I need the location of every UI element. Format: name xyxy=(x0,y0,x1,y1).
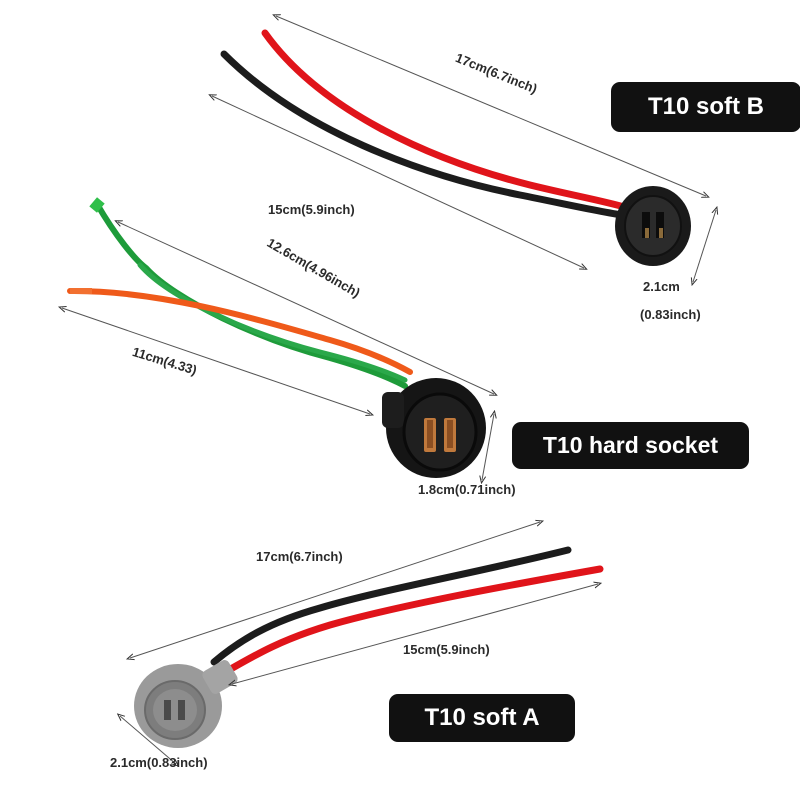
hard-socket-label-badge: T10 hard socket xyxy=(512,422,749,469)
soft-a-socket xyxy=(134,660,238,748)
soft-a-diameter-dimension: 2.1cm(0.83inch) xyxy=(110,755,208,770)
soft-b-label-badge: T10 soft B xyxy=(611,82,800,132)
soft-a-long-dimension: 17cm(6.7inch) xyxy=(256,549,343,564)
soft-b-dimension-lines xyxy=(212,16,716,282)
hard-socket-dimension-lines xyxy=(62,222,494,480)
hard-socket-diameter-dimension: 1.8cm(0.71inch) xyxy=(418,482,516,497)
hard-orange-wire xyxy=(67,287,413,375)
soft-a-black-wire xyxy=(210,546,572,666)
soft-b-socket xyxy=(615,186,691,266)
soft-a-label-badge: T10 soft A xyxy=(389,694,575,742)
soft-b-diameter-inch: (0.83inch) xyxy=(640,307,701,322)
soft-b-diameter-dimension: 2.1cm xyxy=(643,279,680,294)
soft-b-short-dimension: 15cm(5.9inch) xyxy=(268,202,355,217)
soft-b-harness xyxy=(220,29,691,266)
hard-socket-body xyxy=(382,378,486,478)
soft-a-short-dimension: 15cm(5.9inch) xyxy=(403,642,490,657)
soft-a-dimension-lines xyxy=(120,522,598,764)
